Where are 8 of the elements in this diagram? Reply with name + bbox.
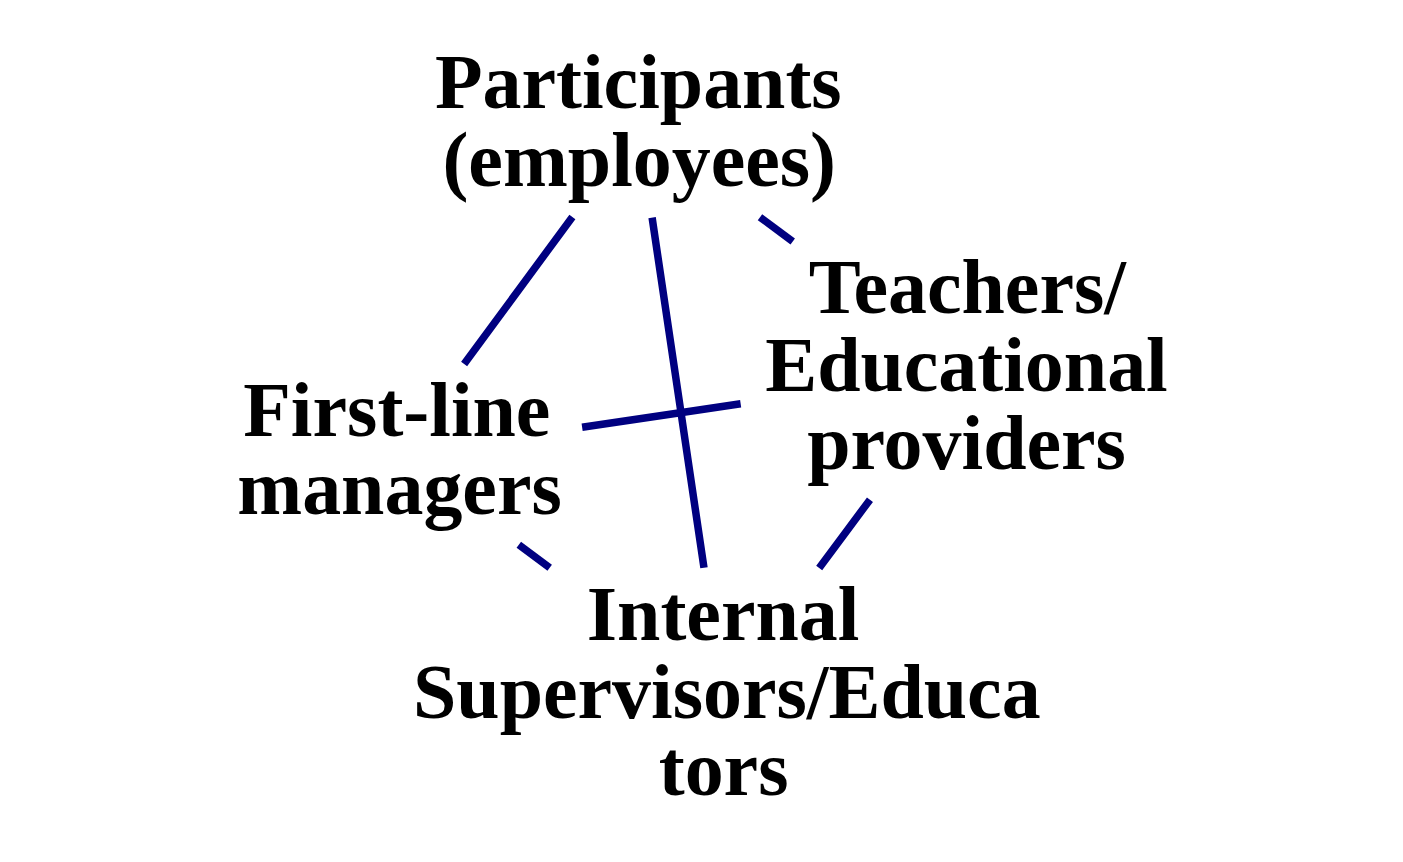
node-text: First-line managers <box>236 366 562 531</box>
connector <box>516 541 552 571</box>
node-text: Teachers/ Educational providers <box>764 243 1168 486</box>
connector <box>815 496 873 570</box>
node-text: Internal Supervisors/Educa tors <box>412 570 1041 812</box>
connector <box>757 213 795 245</box>
connector <box>460 214 575 366</box>
node-text: Participants (employees) <box>434 38 842 203</box>
